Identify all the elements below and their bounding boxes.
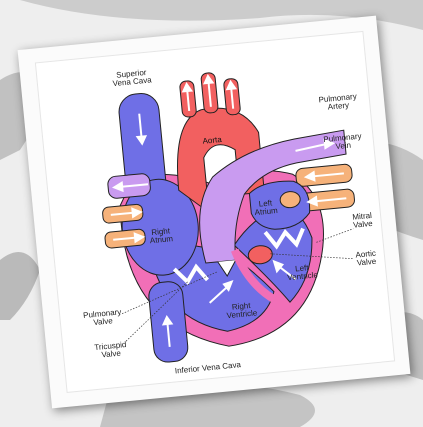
heart-diagram <box>36 32 394 392</box>
diagram-canvas: Superior Vena Cava Aorta Pulmonary Arter… <box>35 31 395 393</box>
label-left-atrium: Left Atrium <box>248 198 283 217</box>
diagram-card: Superior Vena Cava Aorta Pulmonary Arter… <box>18 16 411 409</box>
